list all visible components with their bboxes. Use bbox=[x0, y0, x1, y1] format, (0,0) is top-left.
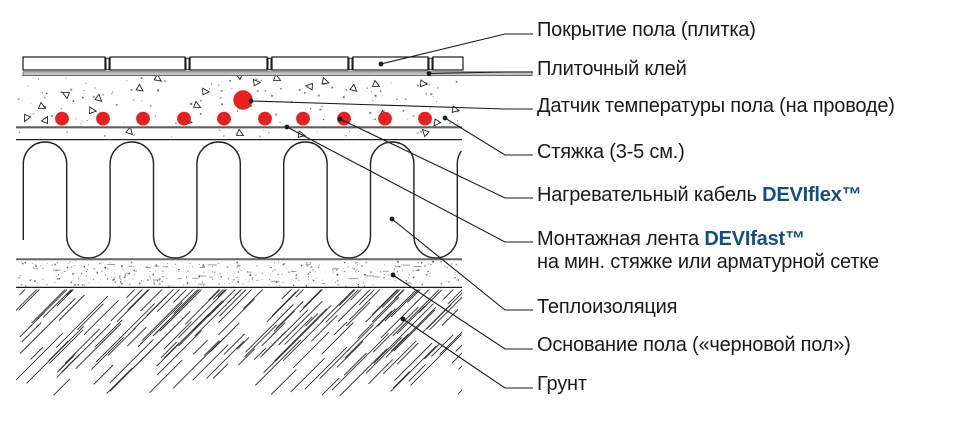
leader-line-heating-cable bbox=[339, 118, 533, 199]
label-floor-sensor: Датчик температуры пола (на проводе) bbox=[537, 95, 895, 118]
ground-hatch bbox=[16, 289, 462, 397]
label-tile-adhesive: Плиточный клей bbox=[537, 58, 687, 81]
leader-line-tile-adhesive bbox=[428, 71, 533, 75]
tile-layer bbox=[22, 56, 464, 71]
floor-sensor-dot bbox=[233, 90, 253, 110]
label-text: Плиточный клей bbox=[537, 57, 687, 80]
label-floor-covering: Покрытие пола (плитка) bbox=[537, 19, 756, 42]
label-subfloor: Основание пола («черновой пол») bbox=[537, 334, 851, 357]
label-insulation: Теплоизоляция bbox=[537, 296, 677, 319]
adhesive-layer bbox=[22, 71, 533, 77]
label-heating-cable: Нагревательный кабель DEVIflex™ bbox=[537, 183, 862, 207]
leader-line-floor-covering bbox=[380, 33, 533, 65]
label-screed: Стяжка (3-5 см.) bbox=[537, 141, 685, 164]
leader-line-screed bbox=[444, 117, 533, 156]
label-text: Теплоизоляция bbox=[537, 295, 678, 318]
brand-deviflex: DEVIflex™ bbox=[762, 183, 862, 206]
heating-cable-dots bbox=[55, 90, 432, 126]
leader-lines bbox=[248, 33, 533, 389]
label-text: Датчик температуры пола (на проводе) bbox=[537, 94, 895, 117]
leader-line-mounting-tape bbox=[286, 126, 533, 243]
label-text: Покрытие пола (плитка) bbox=[537, 18, 756, 41]
leader-line-insulation bbox=[391, 218, 533, 311]
leader-line-floor-sensor bbox=[250, 100, 533, 110]
leader-line-ground bbox=[402, 318, 533, 389]
label-text: Грунт bbox=[537, 372, 587, 395]
label-text: Стяжка (3-5 см.) bbox=[537, 140, 685, 163]
label-ground: Грунт bbox=[537, 373, 587, 396]
label-text: Основание пола («черновой пол») bbox=[537, 333, 851, 356]
label-text: Нагревательный кабель bbox=[537, 183, 763, 206]
subfloor-layer bbox=[16, 258, 462, 288]
label-text: Монтажная лента bbox=[537, 227, 705, 250]
leader-line-subfloor bbox=[392, 274, 533, 350]
brand-devifast: DEVIfast™ bbox=[704, 227, 805, 250]
mounting-tape-line bbox=[16, 126, 462, 141]
label-mounting-tape-line2: на мин. стяжке или арматурной сетке bbox=[537, 250, 879, 273]
insulation-serpentine bbox=[22, 141, 462, 259]
